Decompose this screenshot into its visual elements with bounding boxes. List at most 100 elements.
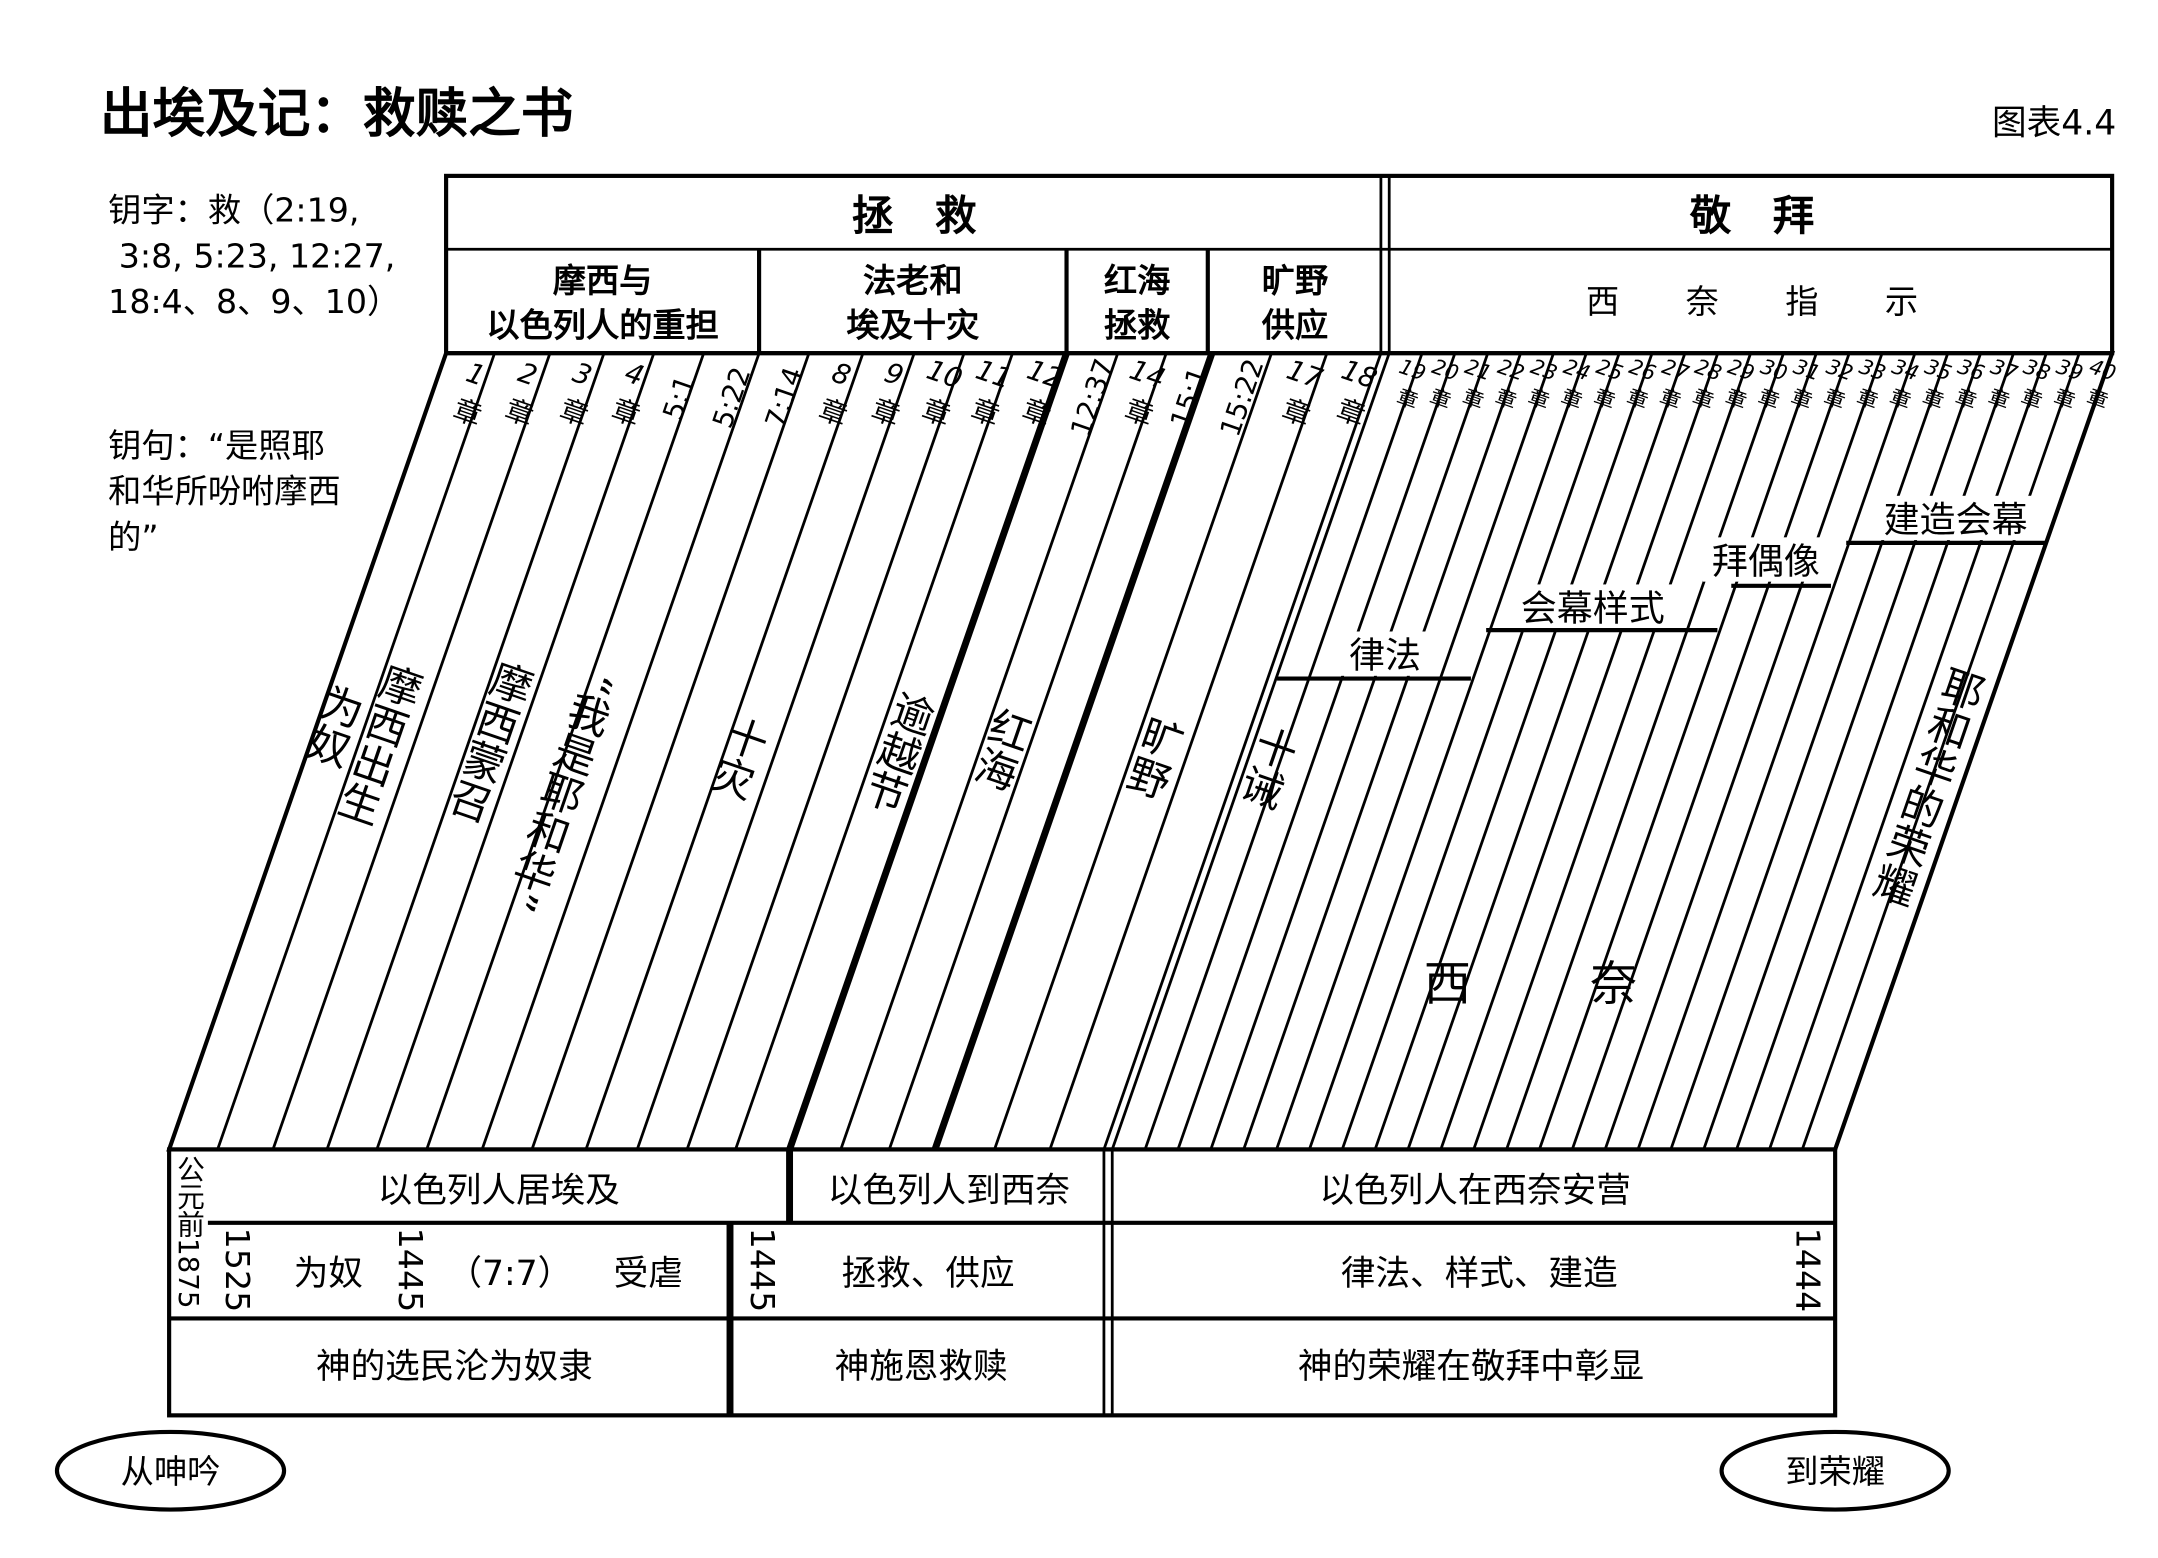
row3-slaves: 神的选民沦为奴隶 <box>316 1347 593 1387</box>
strip-label: 十诫 <box>1230 719 1303 814</box>
chapter-suffix: 章 <box>1591 385 1618 414</box>
chapter-suffix: 章 <box>2051 385 2078 414</box>
svg-text:钥字：救（2:19,: 钥字：救（2:19, <box>108 191 359 230</box>
chapter-suffix: 章 <box>1722 385 1749 414</box>
chapter-divider <box>480 352 761 1150</box>
chapter-suffix: 章 <box>1427 385 1454 414</box>
chapter-divider <box>1048 352 1329 1150</box>
chapter-number: 30 <box>1758 354 1791 385</box>
chapter-divider <box>1505 352 1785 1150</box>
key-word: 钥字：救（2:19, 3:8, 5:23, 12:27, 18:4、8、9、10… <box>108 191 400 321</box>
svg-text:以色列人的重担: 以色列人的重担 <box>486 306 719 345</box>
row2-oppressed: 受虐 <box>614 1254 683 1294</box>
chart-number: 图表4.4 <box>1992 103 2116 143</box>
section-deliverance: 拯 救 <box>852 191 977 240</box>
chapter-number: 29 <box>1725 354 1758 385</box>
svg-text:法老和: 法老和 <box>863 261 963 300</box>
chapter-suffix: 章 <box>2018 385 2045 414</box>
chapter-divider <box>1669 352 1950 1150</box>
chapter-divider <box>216 352 496 1150</box>
sinai-section-label: 律法 <box>1349 636 1421 677</box>
chapter-number: 12 <box>1023 353 1067 396</box>
year-1444: 1444 <box>1788 1228 1827 1313</box>
chapter-divider <box>1242 352 1522 1150</box>
chapter-suffix: 章 <box>1755 385 1782 414</box>
chapter-divider <box>1102 352 1383 1150</box>
chapter-suffix: 章 <box>1657 385 1684 414</box>
chapter-divider <box>1143 352 1424 1150</box>
key-verse: 钥句：“是照耶 和华所吩咐摩西 的” <box>108 426 341 556</box>
chapter-divider <box>887 352 1168 1150</box>
row3-redeem: 神施恩救赎 <box>835 1347 1008 1387</box>
chapter-number: 32 <box>1823 354 1856 385</box>
chapter-number: 18 <box>1337 353 1381 396</box>
svg-text:摩西与: 摩西与 <box>553 261 653 300</box>
sinai-section-label: 会幕样式 <box>1521 588 1665 629</box>
chapter-suffix: 章 <box>1278 393 1315 433</box>
chapter-number: 40 <box>2086 354 2119 385</box>
svg-text:西 奈 指 示: 西 奈 指 示 <box>1586 282 1918 321</box>
chapter-number: 26 <box>1626 354 1659 385</box>
bottom-table <box>167 1147 1838 1418</box>
verse-reference: 7:14 <box>758 363 809 433</box>
row2-law: 律法、样式、建造 <box>1341 1254 1618 1294</box>
row2-slavery: 为奴 <box>294 1254 363 1294</box>
chapter-number: 23 <box>1528 354 1561 385</box>
chapter-suffix: 章 <box>1985 385 2012 414</box>
era-label: 公元前1875 <box>172 1155 205 1309</box>
verse-reference: 5:22 <box>706 363 757 433</box>
chapter-divider <box>1176 352 1457 1150</box>
chapter-number: 19 <box>1396 354 1429 385</box>
chapter-divider <box>425 352 706 1150</box>
section-worship: 敬 拜 <box>1689 191 1815 240</box>
chapter-number: 27 <box>1659 354 1693 386</box>
svg-text:埃及十灾: 埃及十灾 <box>846 306 980 345</box>
chapter-number: 39 <box>2053 354 2086 385</box>
chapter-suffix: 章 <box>967 393 1004 433</box>
chapter-number: 36 <box>1955 354 1988 385</box>
chapter-number: 10 <box>923 353 967 396</box>
chapter-divider <box>931 352 1216 1151</box>
svg-text:钥句：“是照耶: 钥句：“是照耶 <box>108 426 325 465</box>
chapter-suffix: 章 <box>1121 393 1158 433</box>
svg-text:旷野: 旷野 <box>1262 261 1328 300</box>
chapter-suffix: 章 <box>1887 385 1914 414</box>
chapter-suffix: 章 <box>1788 385 1815 414</box>
chapter-number: 31 <box>1790 354 1823 385</box>
from-groaning-oval <box>54 1429 287 1512</box>
from-groaning-label: 从呻吟 <box>121 1452 221 1491</box>
to-glory-oval <box>1719 1429 1951 1512</box>
row1-at-sinai: 以色列人在西奈安营 <box>1319 1171 1630 1211</box>
chapter-divider <box>734 352 1014 1150</box>
svg-text:红海: 红海 <box>1104 261 1170 300</box>
chapter-number: 25 <box>1593 354 1626 385</box>
chapter-divider <box>1800 352 2081 1150</box>
chapter-divider <box>1735 352 2015 1150</box>
chapter-divider <box>1340 352 1621 1150</box>
to-glory-label: 到荣耀 <box>1785 1452 1885 1491</box>
chapter-divider <box>1702 352 1982 1150</box>
chapter-divider <box>786 352 1070 1151</box>
chapter-number: 4 <box>621 356 648 393</box>
label-backdrop <box>1702 537 1829 582</box>
chapter-suffix: 章 <box>1525 385 1552 414</box>
chapter-suffix: 章 <box>1854 385 1881 414</box>
chapter-suffix: 章 <box>1952 385 1979 414</box>
sinai-section-label: 拜偶像 <box>1712 541 1820 582</box>
svg-text:18:4、8、9、10）: 18:4、8、9、10） <box>108 282 400 321</box>
chapter-suffix: 章 <box>1821 385 1848 414</box>
strip-label: 摩西蒙召 <box>438 654 539 827</box>
chapter-divider <box>1768 352 2048 1150</box>
svg-text:供应: 供应 <box>1261 306 1328 345</box>
verse-reference: 15:22 <box>1213 354 1270 440</box>
sinai-big-2: 奈 <box>1590 957 1637 1012</box>
chapter-divider <box>685 352 966 1150</box>
chapter-divider <box>530 352 811 1150</box>
chapter-number: 1 <box>462 356 489 393</box>
chapter-divider <box>375 352 656 1150</box>
row2-deliver: 拯救、供应 <box>842 1254 1015 1294</box>
label-backdrop <box>1340 631 1430 676</box>
chapter-number: 34 <box>1889 354 1922 385</box>
